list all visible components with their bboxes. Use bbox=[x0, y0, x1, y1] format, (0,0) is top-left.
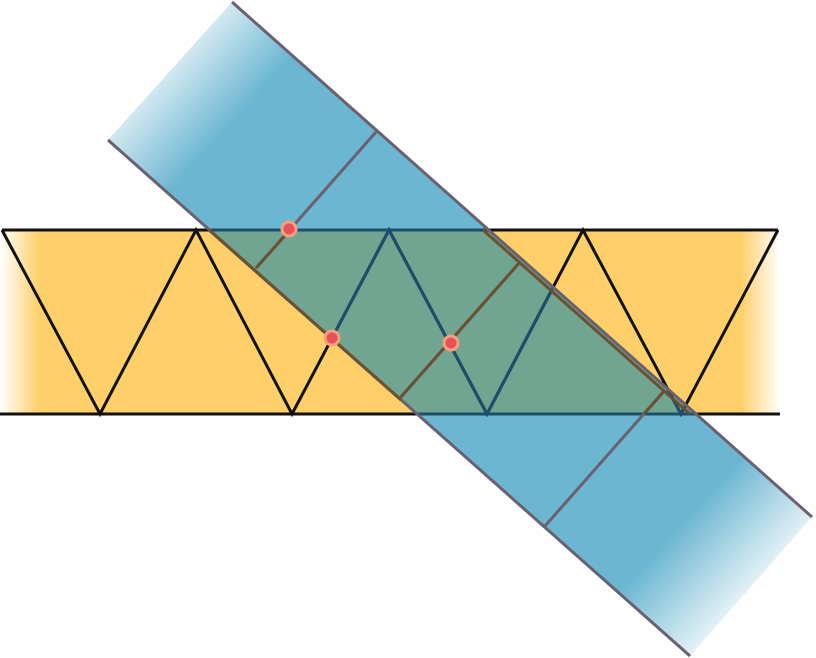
cross-line-2-overlap bbox=[398, 261, 522, 399]
cross-line-1-overlap bbox=[254, 228, 292, 270]
cross-line-3-overlap bbox=[642, 389, 667, 415]
intersection-point-2 bbox=[323, 329, 341, 347]
intersection-point-1 bbox=[280, 220, 298, 238]
blue-upper-edge bbox=[231, 0, 813, 519]
intersection-point-3 bbox=[442, 334, 460, 352]
blue-lower-edge-overlap bbox=[208, 228, 402, 402]
blue-upper-edge-overlap bbox=[482, 228, 691, 416]
